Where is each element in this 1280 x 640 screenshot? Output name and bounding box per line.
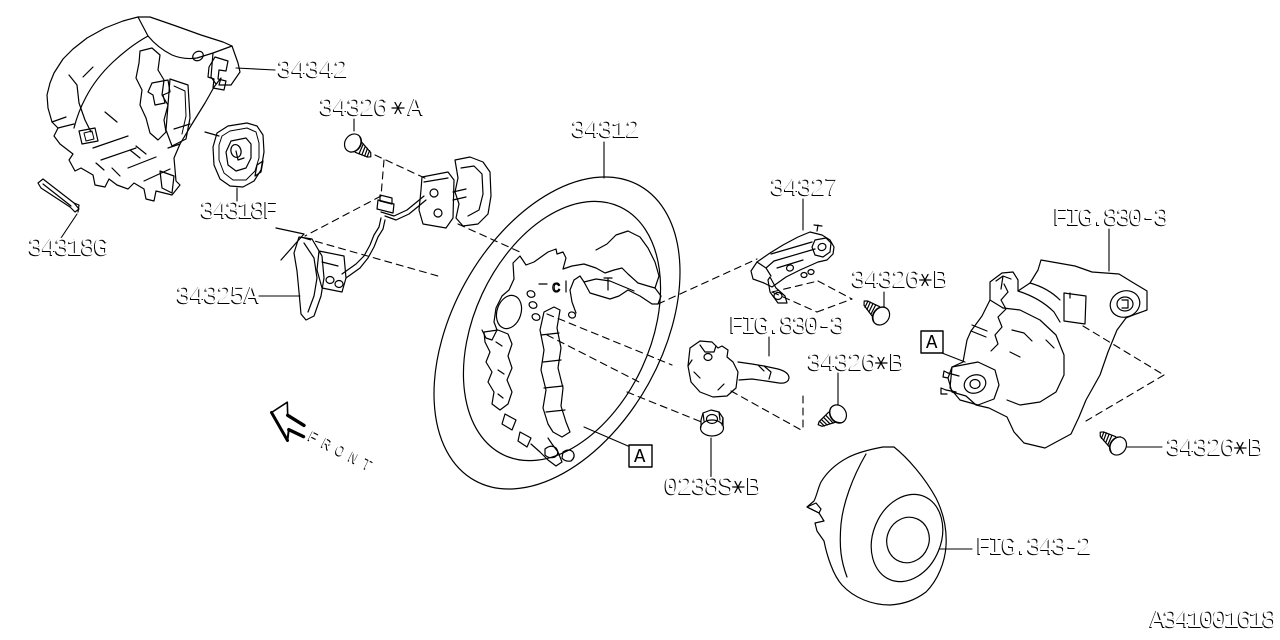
svg-text:C: C	[552, 281, 560, 297]
svg-text:A: A	[926, 332, 938, 354]
svg-text:A: A	[634, 446, 646, 468]
